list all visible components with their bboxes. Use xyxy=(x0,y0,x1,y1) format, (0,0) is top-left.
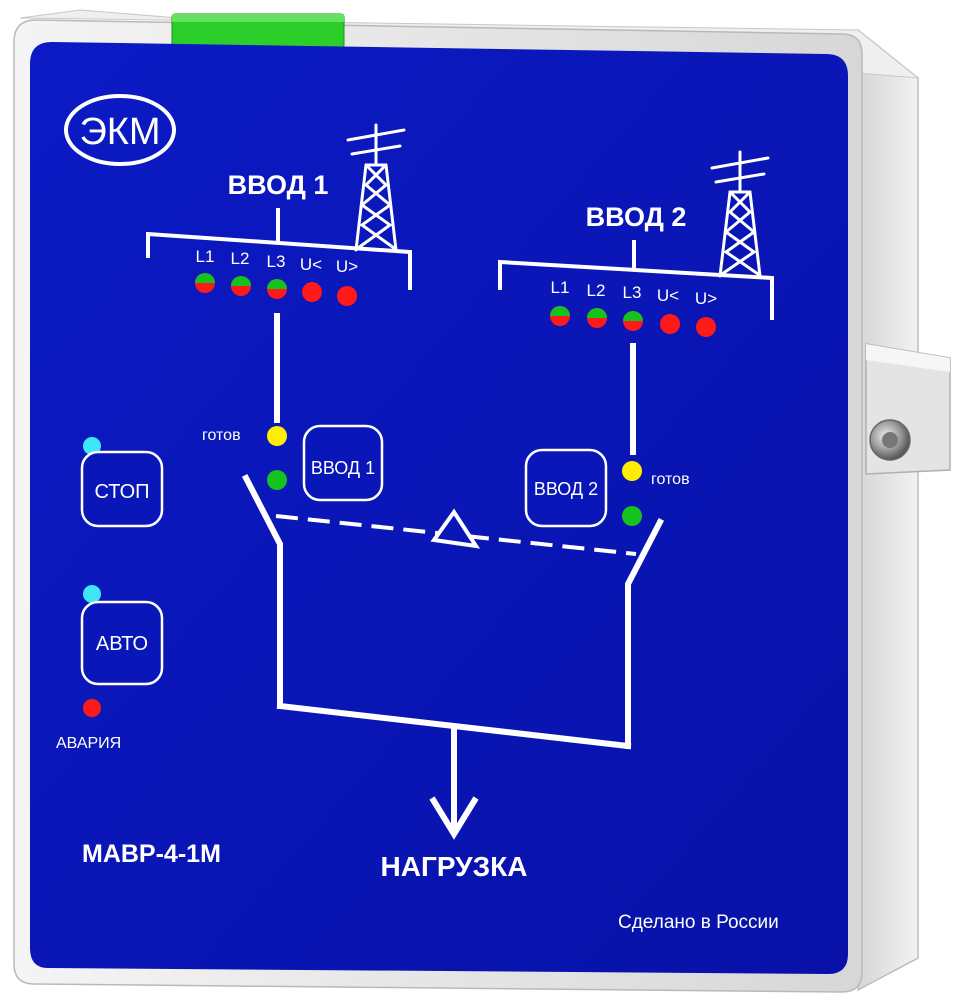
circuit-lines xyxy=(241,313,665,831)
input1-title: ВВОД 1 xyxy=(228,170,329,200)
input1-label-l3: L3 xyxy=(267,252,286,271)
input2-on-led xyxy=(622,506,642,526)
auto-led xyxy=(83,585,101,603)
input1-button[interactable]: ВВОД 1 xyxy=(302,424,384,502)
input2-label-l3: L3 xyxy=(623,283,642,302)
led-u-low xyxy=(660,314,680,334)
mounting-clip xyxy=(865,343,951,475)
led-l2 xyxy=(587,308,607,328)
ekm-logo: ЭКМ xyxy=(64,94,176,166)
input1-on-led xyxy=(267,470,287,490)
front-panel xyxy=(30,42,848,974)
input2-label-u-low: U< xyxy=(657,286,679,305)
led-l3 xyxy=(623,311,643,331)
input2-label-l1: L1 xyxy=(551,278,570,297)
input1-phase-labels: L1 L2 L3 U< U> xyxy=(196,247,359,276)
stop-button-label: СТОП xyxy=(94,481,149,503)
input2-label-u-high: U> xyxy=(695,289,717,308)
input2-label-l2: L2 xyxy=(587,281,606,300)
auto-button[interactable]: АВТО xyxy=(80,585,164,686)
tower-icon-2 xyxy=(710,150,770,278)
led-u-high xyxy=(337,286,357,306)
input1-bracket xyxy=(146,208,412,290)
model-label: МАВР-4-1М xyxy=(82,840,221,868)
alarm-led xyxy=(83,699,101,717)
led-l3 xyxy=(267,279,287,299)
alarm-label: АВАРИЯ xyxy=(56,735,121,752)
input2-ready-led xyxy=(622,461,642,481)
led-l1 xyxy=(550,306,570,326)
interlock xyxy=(275,508,637,556)
auto-button-label: АВТО xyxy=(96,633,148,655)
input2-button[interactable]: ВВОД 2 xyxy=(524,448,608,528)
input1-label-u-high: U> xyxy=(336,257,358,276)
tower-icon-1 xyxy=(346,123,406,252)
input1-button-label: ВВОД 1 xyxy=(311,458,375,478)
input1-label-l2: L2 xyxy=(231,249,250,268)
input1-ready-led xyxy=(267,426,287,446)
stop-button[interactable]: СТОП xyxy=(80,437,164,528)
led-u-high xyxy=(696,317,716,337)
led-l2 xyxy=(231,276,251,296)
made-in-label: Сделано в России xyxy=(618,912,779,933)
terminal-block-left xyxy=(171,13,345,49)
led-l1 xyxy=(195,273,215,293)
input2-button-label: ВВОД 2 xyxy=(534,479,598,499)
input2-bracket xyxy=(498,240,774,320)
input1-label-l1: L1 xyxy=(196,247,215,266)
input1-ready-label: готов xyxy=(202,427,241,444)
load-arrow-icon xyxy=(429,796,479,840)
input2-phase-labels: L1 L2 L3 U< U> xyxy=(551,278,718,308)
input2-ready-label: готов xyxy=(651,471,690,488)
load-label: НАГРУЗКА xyxy=(381,851,528,882)
input1-label-u-low: U< xyxy=(300,255,322,274)
led-u-low xyxy=(302,282,322,302)
input1-leds xyxy=(195,273,357,306)
input2-leds xyxy=(550,306,716,337)
stop-led xyxy=(83,437,101,455)
input2-title: ВВОД 2 xyxy=(586,202,687,232)
triangle-icon xyxy=(430,508,481,549)
logo-text: ЭКМ xyxy=(79,111,160,153)
